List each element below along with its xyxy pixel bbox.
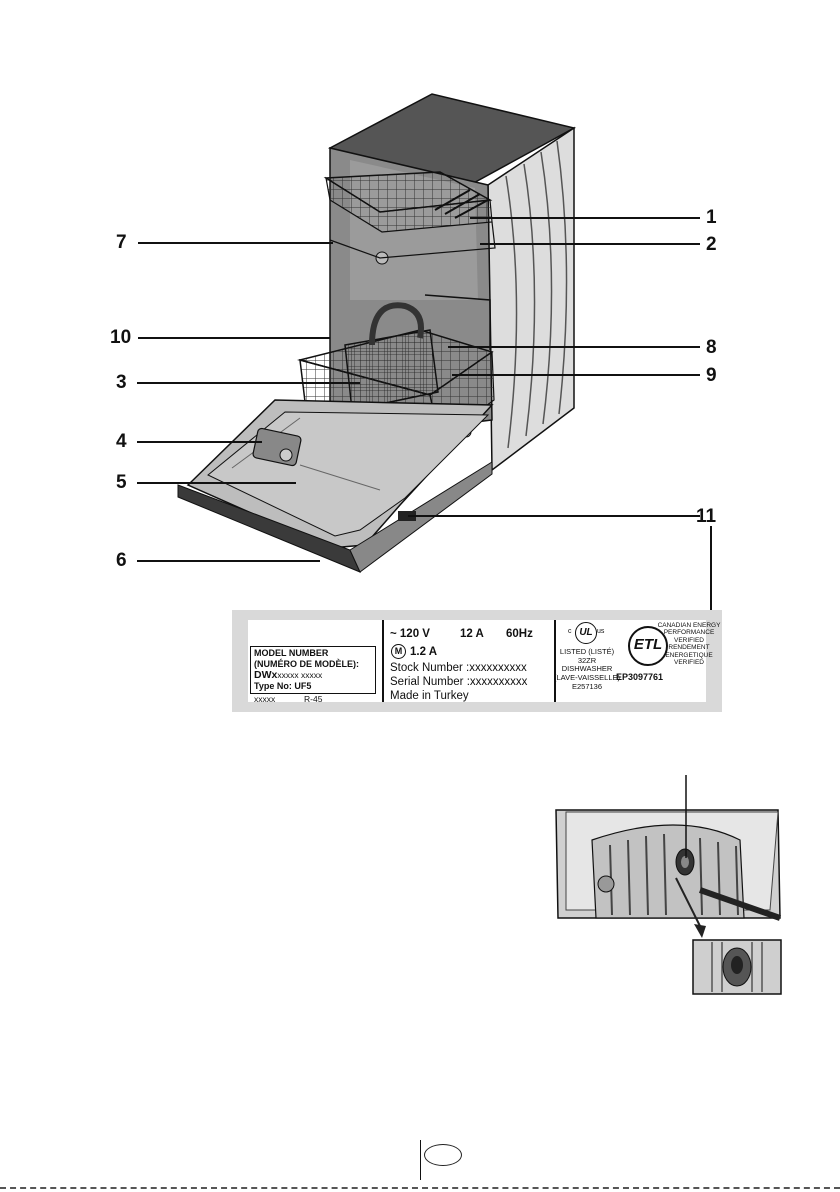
voltage: ~ 120 V: [390, 628, 430, 640]
motor-symbol: M: [391, 644, 406, 659]
code-left: xxxxx: [254, 694, 276, 704]
energy-line-3: VERIFIED: [674, 636, 704, 644]
label-divider-1: [382, 620, 384, 702]
callout-4: 4: [116, 431, 127, 452]
type-number: Type No: UF5: [254, 681, 312, 691]
model-number-fr: (NUMÉRO DE MODÈLE):: [254, 659, 359, 669]
callout-5: 5: [116, 472, 127, 493]
frequency: 60Hz: [506, 628, 533, 640]
ul-code: 32ZR: [577, 655, 597, 665]
callout-6: 6: [116, 550, 127, 571]
model-number-box: MODEL NUMBER (NUMÉRO DE MODÈLE): DWxxxxx…: [250, 646, 376, 694]
rating-label: MODEL NUMBER (NUMÉRO DE MODÈLE): DWxxxxx…: [232, 610, 722, 712]
upper-basket: [323, 171, 496, 259]
energy-line-4: RENDEMENT: [668, 644, 710, 652]
ul-product-fr: (LAVE-VAISSELLE): [554, 672, 620, 682]
code-right: R-45: [304, 694, 323, 704]
ul-listed: LISTED (LISTÉ): [559, 647, 615, 656]
motor-current: 1.2 A: [410, 646, 438, 658]
energy-line-5: ENERGETIQUE: [665, 651, 713, 659]
energy-line-1: CANADIAN ENERGY: [657, 622, 721, 629]
callout-lines: [137, 217, 712, 612]
language-badge: [424, 1144, 462, 1166]
energy-verification: CANADIAN ENERGY PERFORMANCE VERIFIED REN…: [656, 622, 722, 667]
stock-number: Stock Number :xxxxxxxxxx: [390, 662, 527, 674]
callout-9: 9: [706, 365, 717, 386]
callout-1: 1: [706, 207, 717, 228]
cutlery-basket: [344, 302, 439, 411]
model-number-label: MODEL NUMBER: [254, 648, 329, 658]
ul-product: DISHWASHER: [561, 664, 613, 674]
page-bottom-border: [0, 1187, 840, 1189]
callout-3: 3: [116, 372, 127, 393]
energy-line-2: PERFORMANCE: [663, 629, 715, 637]
ul-text: LISTED (LISTÉ) 32ZR DISHWASHER (LAVE-VAI…: [552, 647, 622, 691]
current: 12 A: [460, 628, 484, 640]
etl-number: EP3097761: [616, 672, 664, 682]
callout-7: 7: [116, 232, 127, 253]
ul-logo: c UL us: [568, 622, 604, 648]
ul-file: E257136: [571, 681, 603, 691]
etl-logo: ETL: [628, 626, 668, 666]
energy-line-6: VERIFIED: [674, 659, 704, 667]
footer-rule: [420, 1140, 421, 1180]
callout-8: 8: [706, 337, 717, 358]
callout-2: 2: [706, 234, 717, 255]
callout-11: 11: [696, 506, 717, 527]
model-number-value: DWxxxxxx xxxxx: [254, 669, 323, 681]
made-in: Made in Turkey: [390, 690, 469, 702]
label-divider-2: [554, 620, 556, 702]
callout-10: 10: [110, 327, 132, 348]
filter-illustration: [555, 775, 782, 995]
rating-label-panel: MODEL NUMBER (NUMÉRO DE MODÈLE): DWxxxxx…: [248, 620, 720, 704]
serial-number: Serial Number :xxxxxxxxxx: [390, 676, 528, 688]
